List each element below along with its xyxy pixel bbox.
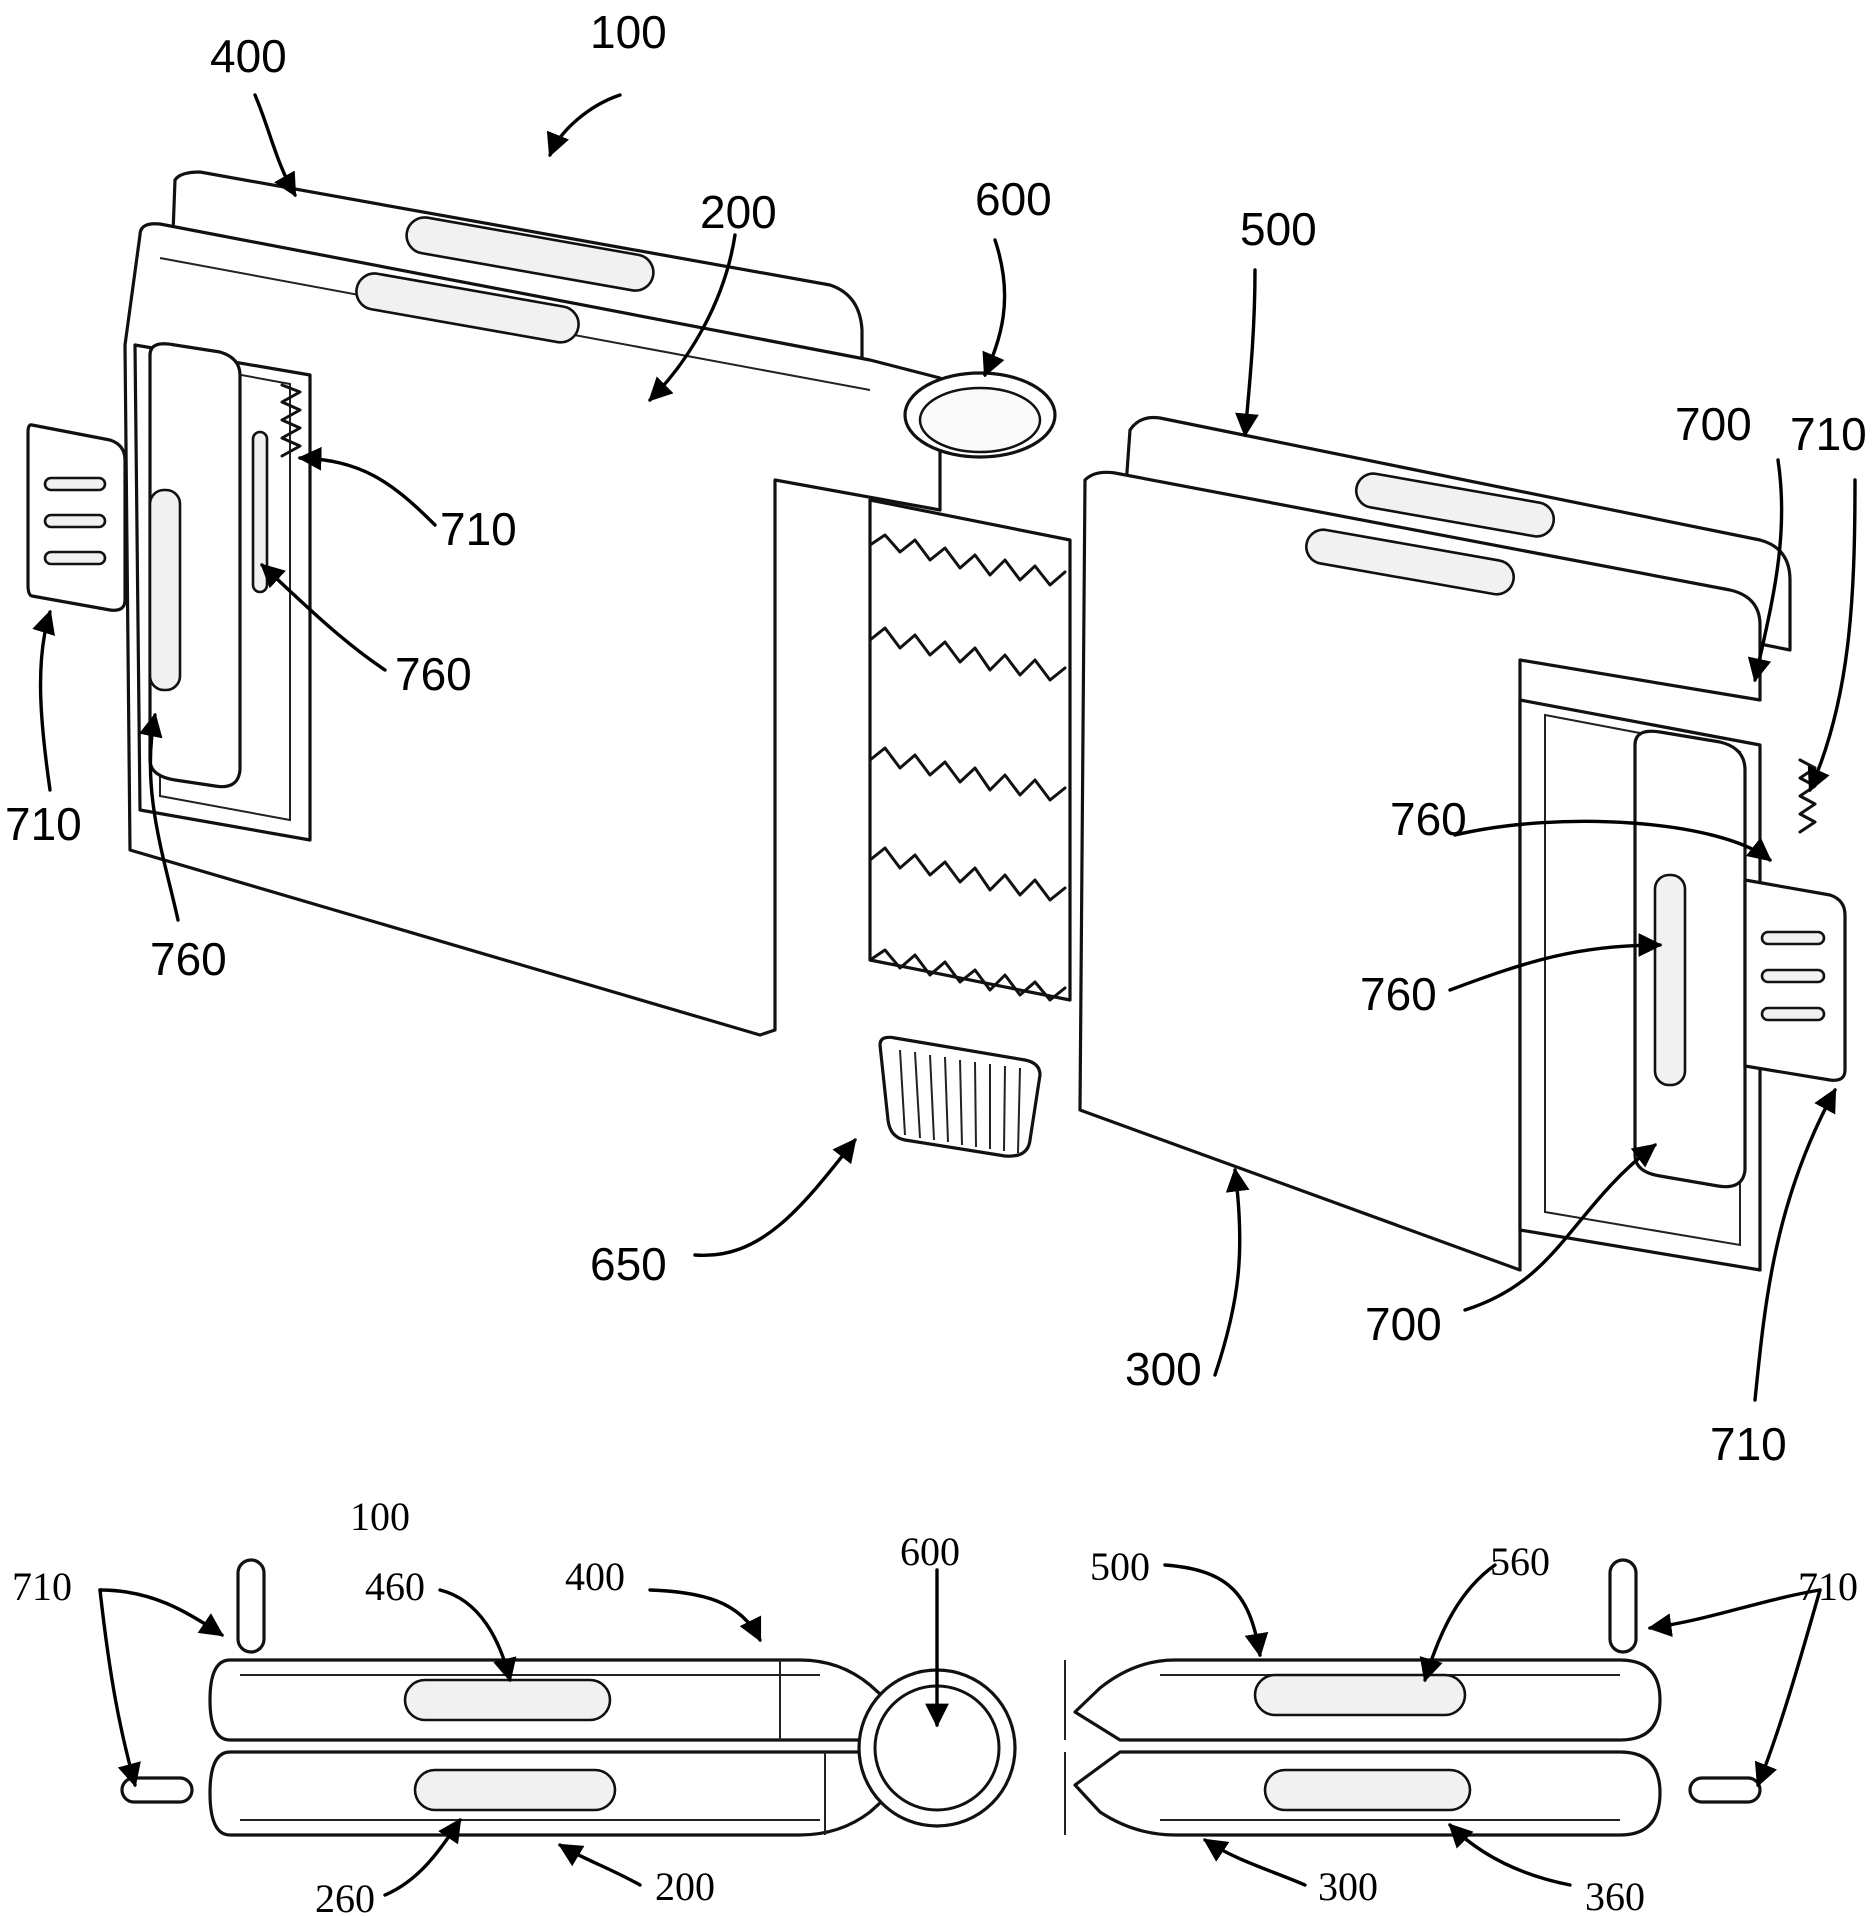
label-400-plan: 400: [565, 1554, 625, 1599]
label-100-plan: 100: [350, 1494, 410, 1539]
label-200-plan: 200: [655, 1864, 715, 1909]
label-460: 460: [365, 1564, 425, 1609]
label-710-c: 710: [1710, 1418, 1787, 1470]
label-710-d: 710: [1790, 408, 1867, 460]
post-710-left: [238, 1560, 264, 1652]
label-600: 600: [975, 173, 1052, 225]
label-710-plan-left: 710: [12, 1564, 72, 1609]
label-600-plan: 600: [900, 1529, 960, 1574]
label-760-a: 760: [395, 648, 472, 700]
label-700-b: 700: [1675, 398, 1752, 450]
label-760-b: 760: [150, 933, 227, 985]
label-710-b: 710: [5, 798, 82, 850]
knob-650: [880, 1037, 1040, 1156]
right-plate-300: [1080, 472, 1845, 1270]
label-650: 650: [590, 1238, 667, 1290]
label-300-plan: 300: [1318, 1864, 1378, 1909]
label-400: 400: [210, 30, 287, 82]
post-710-right: [1610, 1560, 1636, 1652]
plan-view: 100 710 460 400 600 500 560 710 260 200 …: [12, 1494, 1858, 1916]
label-500: 500: [1240, 203, 1317, 255]
label-300: 300: [1125, 1343, 1202, 1395]
label-260: 260: [315, 1876, 375, 1916]
label-710-plan-right: 710: [1798, 1564, 1858, 1609]
label-500-plan: 500: [1090, 1544, 1150, 1589]
label-560: 560: [1490, 1539, 1550, 1584]
label-710-a: 710: [440, 503, 517, 555]
label-360: 360: [1585, 1874, 1645, 1916]
label-200: 200: [700, 186, 777, 238]
label-760-c: 760: [1390, 793, 1467, 845]
label-100: 100: [590, 6, 667, 58]
label-760-d: 760: [1360, 968, 1437, 1020]
label-700-a: 700: [1365, 1298, 1442, 1350]
perspective-view: 100 400 200 600 500 710 760 710 760 650 …: [5, 6, 1867, 1470]
